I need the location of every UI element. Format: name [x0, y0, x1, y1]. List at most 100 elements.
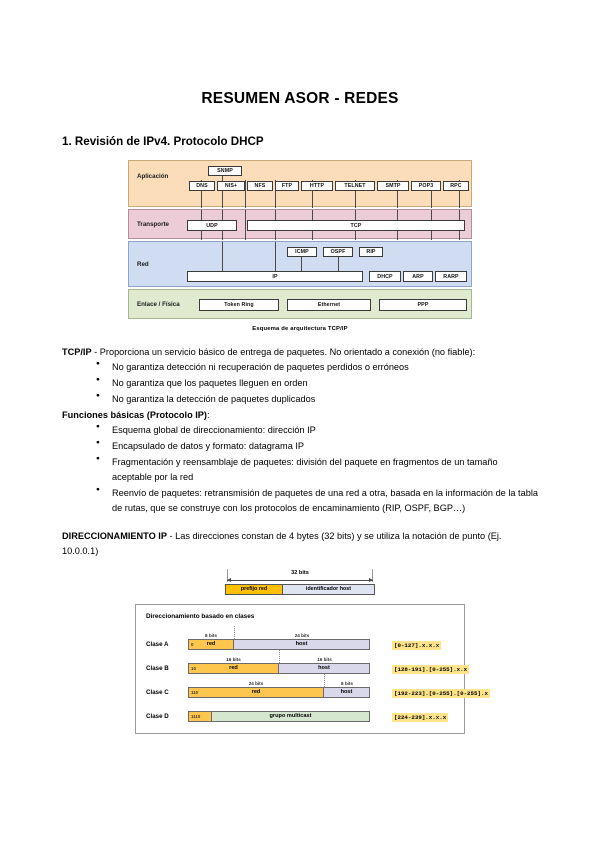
protocol-box-ospf[interactable]: OSPF	[323, 247, 353, 257]
connector-line	[459, 180, 460, 208]
protocol-box-ppp[interactable]: PPP	[379, 299, 467, 311]
protocol-box-nfs[interactable]: NFS	[247, 181, 273, 191]
protocol-box-rpc[interactable]: RPC	[443, 181, 469, 191]
prefix-bits: 10	[191, 665, 196, 671]
prefix-field-label: prefijo red	[225, 583, 283, 595]
protocol-box-dhcp[interactable]: DHCP	[369, 271, 401, 282]
connector-line	[201, 180, 202, 208]
list-item: Esquema global de direccionamiento: dire…	[96, 422, 538, 438]
layer-label-transporte: Transporte	[137, 221, 169, 228]
tcpip-intro-paragraph: TCP/IP - Proporciona un servicio básico …	[62, 345, 538, 360]
host-bits-label: 16 bits	[317, 656, 332, 662]
net-label: red	[229, 664, 238, 671]
protocol-box-arp[interactable]: ARP	[403, 271, 433, 282]
protocol-box-token-ring[interactable]: Token Ring	[199, 299, 279, 311]
connector-line	[245, 210, 246, 240]
host-portion-bar: host	[324, 686, 370, 698]
protocol-box-ftp[interactable]: FTP	[275, 181, 299, 191]
list-item: No garantiza la detección de paquetes du…	[96, 391, 538, 407]
protocol-box-udp[interactable]: UDP	[187, 220, 237, 231]
host-portion-bar: host	[234, 638, 370, 650]
protocol-box-icmp[interactable]: ICMP	[287, 247, 317, 257]
tcpip-bullet-list: No garantiza detección ni recuperación d…	[62, 359, 538, 407]
bits-width-label: 32 bits	[291, 569, 309, 576]
connector-line	[312, 180, 313, 208]
layer-label-enlace-fisica: Enlace / Física	[137, 301, 180, 308]
protocol-box-http[interactable]: HTTP	[301, 181, 333, 191]
net-bits-label: 24 bits	[248, 680, 264, 686]
address-range: [224-239].x.x.x	[392, 712, 449, 722]
ip-functions-bullet-list: Esquema global de direccionamiento: dire…	[62, 422, 538, 516]
net-portion-bar: 10 red	[188, 662, 279, 674]
connector-line	[245, 180, 246, 208]
net-label: red	[206, 640, 216, 647]
protocol-box-smtp[interactable]: SMTP	[377, 181, 409, 191]
layer-red: Red ICMP OSPF RIP IP DHCP ARP RARP	[128, 241, 472, 287]
connector-line	[397, 180, 398, 208]
protocol-box-ethernet[interactable]: Ethernet	[287, 299, 371, 311]
table-row: Clase D 1110 grupo multicast [224-239].x…	[146, 698, 454, 722]
net-portion-bar: 110 red	[188, 686, 324, 698]
protocol-box-rip[interactable]: RIP	[359, 247, 383, 257]
host-bits-label: 24 bits	[294, 632, 310, 638]
connector-line	[275, 180, 276, 208]
net-bits-label: 8 bits	[205, 632, 217, 638]
layer-transporte: Transporte UDP TCP	[128, 209, 472, 240]
address-range: [128-191].[0-255].x.x	[392, 664, 470, 674]
net-portion-bar: 0 red	[188, 638, 234, 650]
classful-title: Direccionamiento basado en clases	[146, 612, 255, 620]
functions-heading-tail: :	[207, 409, 210, 420]
net-portion-bar: 1110	[188, 710, 212, 722]
connector-line	[355, 180, 356, 208]
connector-line	[431, 180, 432, 208]
list-item: Fragmentación y reensamblaje de paquetes…	[96, 454, 538, 485]
connector-line	[301, 257, 302, 272]
protocol-box-nis[interactable]: NIS+	[217, 181, 245, 191]
address-range: [0-127].x.x.x	[392, 640, 442, 650]
protocol-box-telnet[interactable]: TELNET	[335, 181, 375, 191]
list-item: Encapsulado de datos y formato: datagram…	[96, 438, 538, 454]
net-label: red	[251, 688, 261, 695]
double-arrow-icon	[227, 577, 373, 582]
prefix-bits: 0	[191, 641, 194, 647]
protocol-box-rarp[interactable]: RARP	[435, 271, 467, 282]
address-width-indicator: 32 bits	[225, 568, 375, 583]
connector-line	[338, 257, 339, 272]
addressing-heading-text: - Las direcciones constan de 4 bytes (32…	[62, 530, 502, 556]
host-field-label: identificador host	[283, 583, 375, 595]
class-name: Clase D	[146, 712, 169, 720]
layer-aplicacion: Aplicación SNMP DNS NIS+ NFS FTP HTTP TE…	[128, 160, 472, 208]
functions-heading-paragraph: Funciones básicas (Protocolo IP):	[62, 408, 538, 423]
diagram-caption: Esquema de arquitectura TCP/IP	[252, 326, 348, 332]
layer-label-aplicacion: Aplicación	[137, 173, 169, 180]
address-range: [192-223].[0-255].[0-255].x	[392, 688, 490, 698]
table-row: Clase C 24 bits 8 bits 110 red host [192-…	[146, 673, 490, 698]
list-item: Reenvío de paquetes: retransmisión de pa…	[96, 485, 538, 516]
tcpip-architecture-diagram: Aplicación SNMP DNS NIS+ NFS FTP HTTP TE…	[62, 160, 538, 319]
section-heading: 1. Revisión de IPv4. Protocolo DHCP	[62, 135, 264, 148]
addressing-paragraph: DIRECCIONAMIENTO IP - Las direcciones co…	[62, 529, 538, 559]
class-name: Clase C	[146, 688, 169, 696]
prefix-bits: 110	[191, 689, 199, 695]
page-title: RESUMEN ASOR - REDES	[201, 90, 399, 107]
protocol-box-dns[interactable]: DNS	[189, 181, 215, 191]
prefix-bits: 1110	[191, 713, 201, 719]
list-item: No garantiza detección ni recuperación d…	[96, 359, 538, 375]
multicast-group-bar: grupo multicast	[212, 710, 370, 722]
addressing-heading-bold: DIRECCIONAMIENTO IP	[62, 530, 167, 541]
connector-line	[222, 242, 223, 272]
address-format-diagram: 32 bits prefijo red identificador host	[62, 568, 538, 595]
layer-label-red: Red	[137, 261, 149, 268]
protocol-box-snmp[interactable]: SNMP	[208, 166, 242, 176]
list-item: No garantiza que los paquetes lleguen en…	[96, 375, 538, 391]
layer-enlace-fisica: Enlace / Física Token Ring Ethernet PPP	[128, 289, 472, 319]
protocol-box-tcp[interactable]: TCP	[247, 220, 465, 231]
host-bits-label: 8 bits	[341, 680, 353, 686]
functions-heading-bold: Funciones básicas (Protocolo IP)	[62, 409, 207, 420]
protocol-box-pop3[interactable]: POP3	[411, 181, 441, 191]
class-name: Clase B	[146, 664, 169, 672]
protocol-box-ip[interactable]: IP	[187, 271, 363, 282]
tcpip-intro-bold: TCP/IP	[62, 347, 92, 357]
